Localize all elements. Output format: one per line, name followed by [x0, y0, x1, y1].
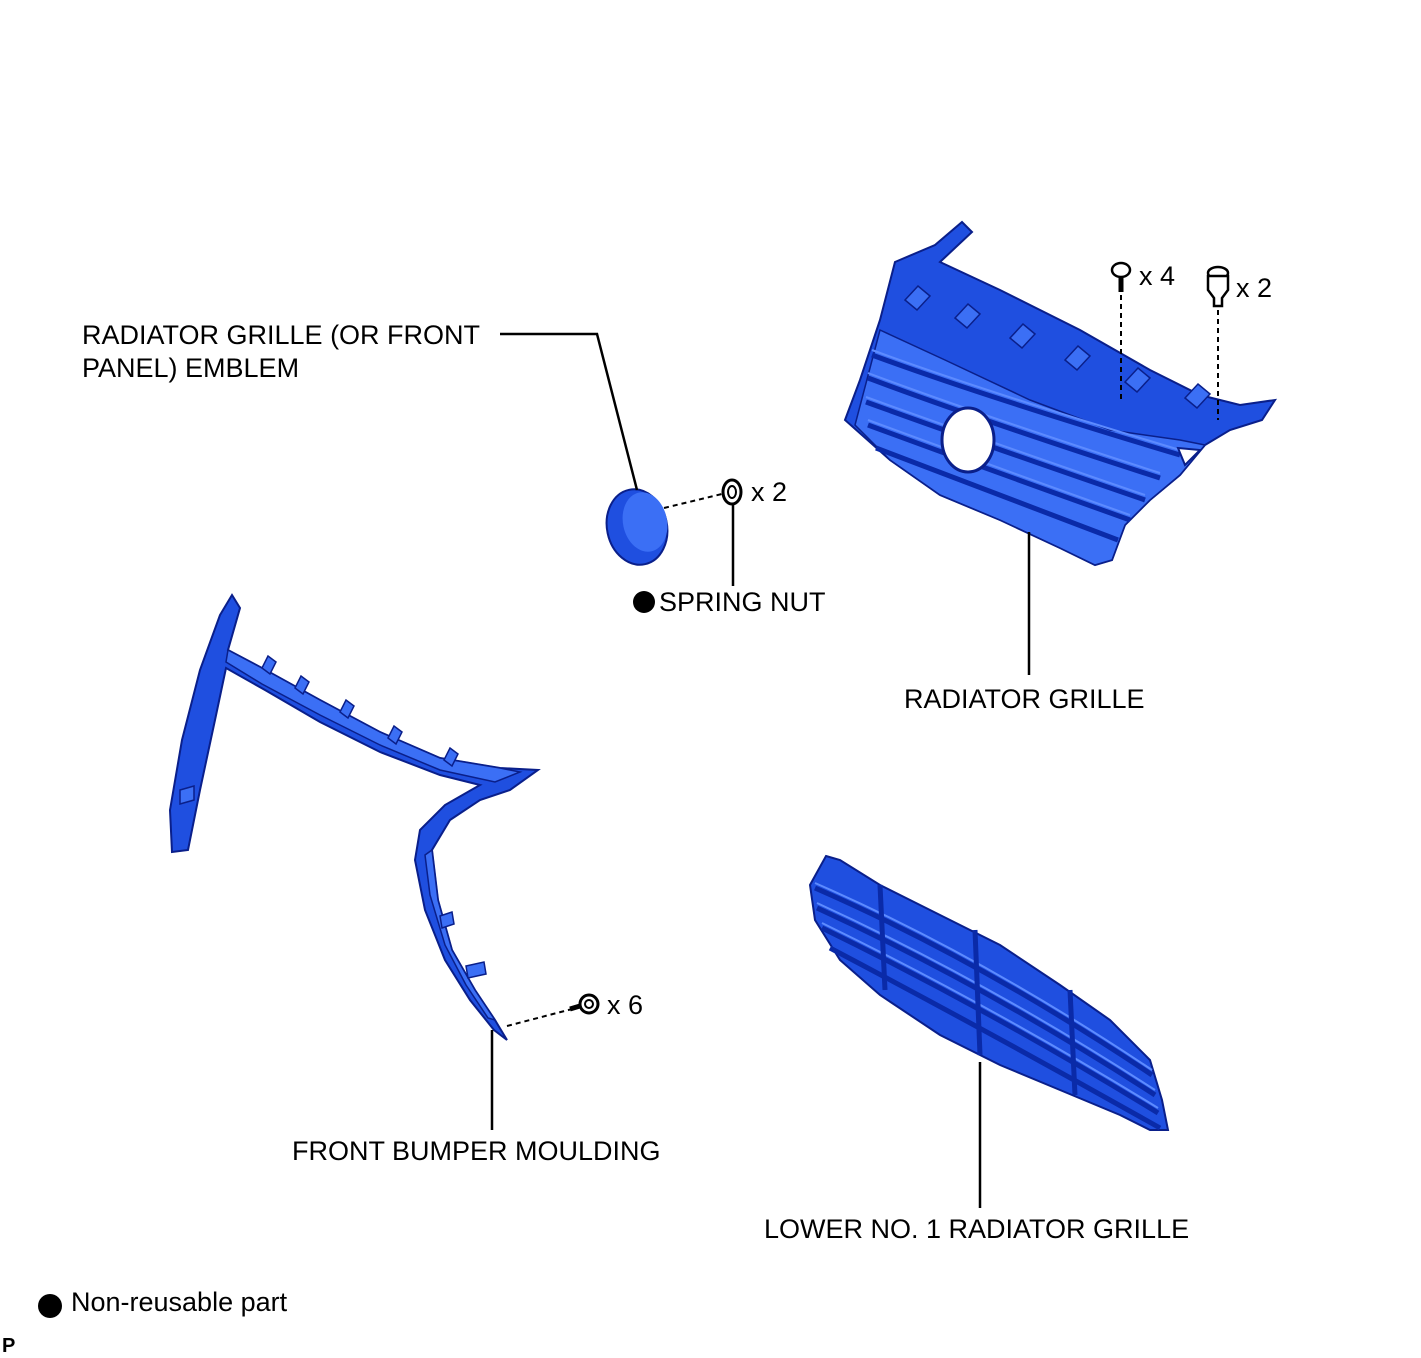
emblem-label-line2: PANEL) EMBLEM — [82, 353, 299, 383]
emblem-label-line1: RADIATOR GRILLE (OR FRONT — [82, 320, 480, 350]
radiator-grille-part — [843, 220, 1278, 567]
grille-clip-quantity: x 2 — [1236, 273, 1272, 303]
emblem-opening — [940, 406, 996, 474]
spring-nut-icon — [721, 478, 743, 506]
spring-nut-label: SPRING NUT — [659, 587, 826, 617]
non-reusable-legend-icon — [38, 1294, 62, 1318]
moulding-screw-quantity: x 6 — [607, 990, 643, 1020]
spring-nut-quantity: x 2 — [751, 477, 787, 507]
radiator-grille-label: RADIATOR GRILLE — [904, 684, 1145, 714]
grille-screw-quantity: x 4 — [1139, 261, 1175, 291]
front-bumper-moulding-label: FRONT BUMPER MOULDING — [292, 1136, 661, 1166]
front-bumper-moulding-part — [168, 593, 541, 1041]
lower-radiator-grille-label: LOWER NO. 1 RADIATOR GRILLE — [764, 1214, 1189, 1244]
corner-mark: P — [2, 1335, 15, 1357]
emblem-part — [605, 488, 669, 566]
clip-icon — [1206, 265, 1230, 308]
non-reusable-icon — [633, 591, 655, 613]
legend-label: Non-reusable part — [71, 1287, 288, 1317]
screw-icon — [569, 993, 600, 1015]
screw-icon — [1110, 261, 1132, 292]
lower-radiator-grille-part — [808, 854, 1170, 1131]
